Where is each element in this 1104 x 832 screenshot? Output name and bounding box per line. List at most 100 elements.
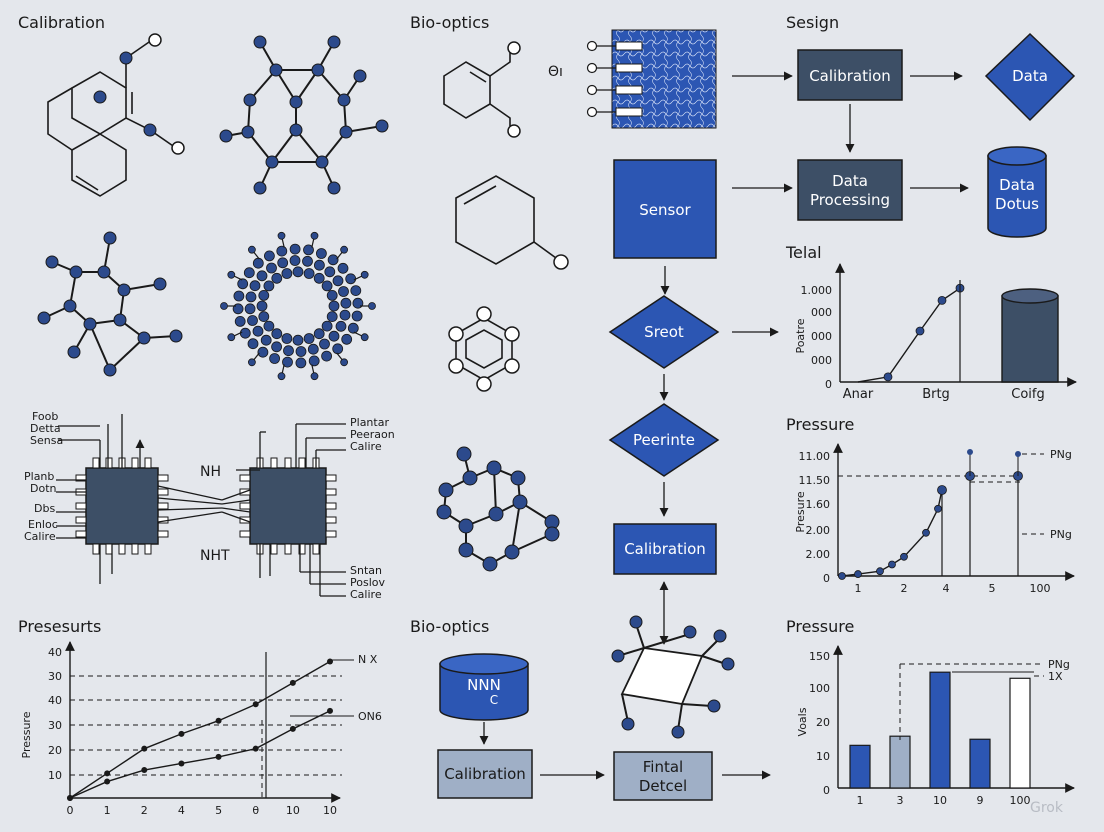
- ring-atom: [292, 334, 304, 346]
- ring-atom: [295, 357, 307, 369]
- chip-pin: [239, 474, 251, 482]
- data-point: [104, 770, 111, 777]
- chip-pin: [325, 516, 337, 524]
- ring-atom: [308, 355, 320, 367]
- ring-atom: [258, 311, 270, 323]
- series-line: [69, 710, 331, 799]
- chip-left-label-7: Enloc: [28, 518, 58, 531]
- ring-atom: [351, 310, 363, 322]
- flowchart: Calibration Data Sensor Data Processing …: [437, 32, 1076, 801]
- chip-pin: [157, 502, 169, 510]
- ring-atom: [281, 268, 293, 279]
- ring-atom: [252, 257, 264, 269]
- title-pressure-mid: Pressure: [786, 415, 854, 434]
- ring-atom: [292, 266, 304, 278]
- ring-atom: [247, 358, 256, 367]
- chip-pin: [157, 474, 169, 482]
- bar: [969, 738, 991, 789]
- ring-atom: [245, 291, 257, 303]
- chip-pin: [325, 474, 337, 482]
- chip-pin: [105, 457, 113, 469]
- ring-atom: [277, 372, 286, 381]
- ring-atom: [315, 248, 327, 259]
- y-tick-label: 000: [811, 330, 832, 343]
- calibration-mid-label: Calibration: [624, 540, 706, 558]
- ring-atom: [260, 334, 272, 346]
- y-axis-title: Presure: [794, 491, 807, 532]
- calibration-mid-box: [613, 523, 717, 575]
- chip-right: Plantar Peeraon Calire Sntan Poslov Cali…: [200, 416, 395, 601]
- annotation-png: PNg: [1050, 528, 1072, 541]
- ring-atom: [243, 267, 255, 279]
- ring-atom: [319, 338, 330, 350]
- bar: [849, 744, 871, 789]
- ring-atom: [247, 245, 256, 254]
- data-point: [252, 701, 259, 708]
- chip-pin: [157, 488, 169, 496]
- data-dotus-label-1: Data: [999, 176, 1035, 194]
- chip-mid-label-nht: NHT: [200, 548, 230, 564]
- chip-pin: [239, 502, 251, 510]
- probe-tip: [615, 41, 643, 51]
- ring-atom: [234, 315, 246, 327]
- chip-left-label-5: Dotn: [30, 482, 57, 495]
- molecule-benzene: [455, 175, 569, 270]
- chip-pin: [105, 543, 113, 555]
- x-tick-label: 5: [215, 804, 222, 817]
- probe-tip: [615, 85, 643, 95]
- data-point: [104, 778, 111, 785]
- ring-atom: [321, 320, 333, 332]
- ring-atom: [233, 290, 245, 302]
- chip-left-label-1: Foob: [32, 410, 58, 423]
- data-point: [289, 679, 296, 686]
- y-tick-label: 11.00: [799, 450, 831, 463]
- chip-pin: [298, 543, 306, 555]
- ring-atom: [338, 286, 349, 297]
- ring-atom: [307, 343, 319, 355]
- data-point: [937, 295, 947, 305]
- final-detcel-label-1: Fintal: [643, 758, 683, 776]
- ring-atom: [340, 358, 349, 367]
- ring-atom: [271, 272, 283, 284]
- y-tick-label: 150: [809, 650, 830, 663]
- data-point: [854, 570, 862, 578]
- molecule-fused-rings: [47, 33, 185, 197]
- ring-atom: [321, 280, 333, 292]
- data-processing-label-2: Processing: [810, 191, 890, 209]
- ring-atom: [303, 268, 315, 279]
- ring-atom: [332, 343, 344, 355]
- final-detcel-label-2: Detcel: [639, 777, 687, 795]
- data-top-label: Data: [1012, 67, 1048, 85]
- ring-atom: [360, 270, 369, 279]
- y-tick-label: 20: [48, 744, 62, 757]
- x-tick-label: 10: [286, 804, 300, 817]
- molecule-bicyclic: [219, 35, 389, 195]
- x-tick-label: 2: [141, 804, 148, 817]
- molecule-branched: [37, 231, 183, 377]
- x-tick-label: 4: [943, 582, 950, 595]
- ring-atom: [341, 333, 353, 345]
- annotation-on6: ON6: [358, 710, 382, 723]
- chip-left-label-2: Detta: [30, 422, 61, 435]
- x-tick-label: 10: [323, 804, 337, 817]
- chip-pin: [92, 543, 100, 555]
- x-tick-label: 1: [855, 582, 862, 595]
- y-tick-label: 2.00: [806, 548, 831, 561]
- chip-left: Foob Detta Sensa Planb Dotn Dbs Enloc Ca…: [24, 410, 223, 584]
- series-line: [69, 660, 331, 799]
- data-point: [252, 745, 259, 752]
- y-tick-label: 10: [48, 769, 62, 782]
- ring-atom: [313, 328, 325, 340]
- x-tick-label: 100: [1010, 794, 1031, 807]
- cylinder-top: [1001, 288, 1059, 304]
- chip-left-label-3: Sensa: [30, 434, 63, 447]
- sensor-box: [613, 159, 717, 259]
- chip-pin: [157, 530, 169, 538]
- y-axis-title: Voals: [796, 707, 809, 736]
- calibration-bottom-box: [437, 749, 533, 799]
- chip-left-label-8: Calire: [24, 530, 56, 543]
- ring-atom: [232, 303, 244, 315]
- bar: [889, 735, 911, 789]
- fiber-optic-panel: Θı: [548, 29, 717, 129]
